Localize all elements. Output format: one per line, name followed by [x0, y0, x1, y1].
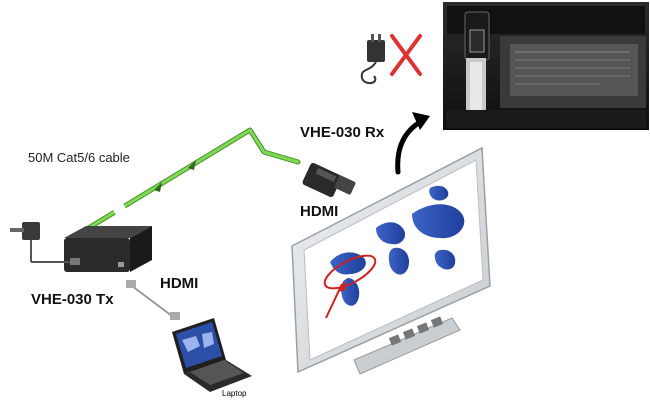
tx-device	[58, 226, 152, 272]
curved-arrow-icon	[395, 112, 430, 175]
transmitter-label: VHE-030 Tx	[31, 291, 114, 308]
interactive-whiteboard	[291, 146, 491, 375]
laptop	[172, 318, 252, 392]
world-map	[330, 185, 465, 306]
hdmi-tx-label: HDMI	[160, 275, 199, 292]
laptop-label: Laptop	[222, 389, 247, 398]
tv-port-photo	[443, 2, 649, 130]
cat-cable	[69, 127, 301, 241]
tx-power-adapter-icon	[10, 222, 60, 263]
cable-label: 50M Cat5/6 cable	[28, 150, 130, 165]
power-adapter-icon	[360, 34, 385, 84]
hdmi-cable-tx	[126, 280, 180, 320]
red-cross-icon	[390, 34, 422, 76]
receiver-label: VHE-030 Rx	[300, 124, 385, 141]
hdmi-rx-label: HDMI	[300, 203, 339, 220]
highlight-ellipse	[323, 254, 377, 290]
rx-dongle	[302, 162, 356, 198]
